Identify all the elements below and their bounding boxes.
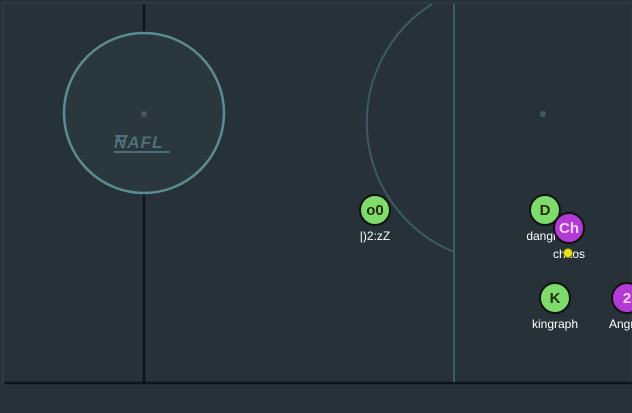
ball — [563, 248, 573, 258]
player-name: kingraph — [531, 317, 579, 331]
player-marker[interactable]: o0 — [359, 194, 391, 226]
player-badge: Ch — [559, 219, 579, 237]
spawn-dot — [141, 111, 147, 117]
player-marker[interactable]: 2 — [611, 282, 632, 314]
center-dot — [540, 111, 546, 117]
player-name: |)2:zZ — [359, 229, 391, 243]
field-logo: NAFL — [114, 133, 164, 152]
player-marker[interactable]: K — [539, 282, 571, 314]
player-name: dangi — [526, 229, 556, 243]
player-badge: 2 — [622, 289, 632, 307]
player-badge: o0 — [366, 201, 384, 219]
center-arc — [365, 3, 455, 253]
player-badge: K — [549, 289, 561, 307]
player-name: Angryj — [608, 317, 632, 331]
player-badge: D — [539, 201, 551, 219]
player-marker[interactable]: Ch — [553, 212, 585, 244]
